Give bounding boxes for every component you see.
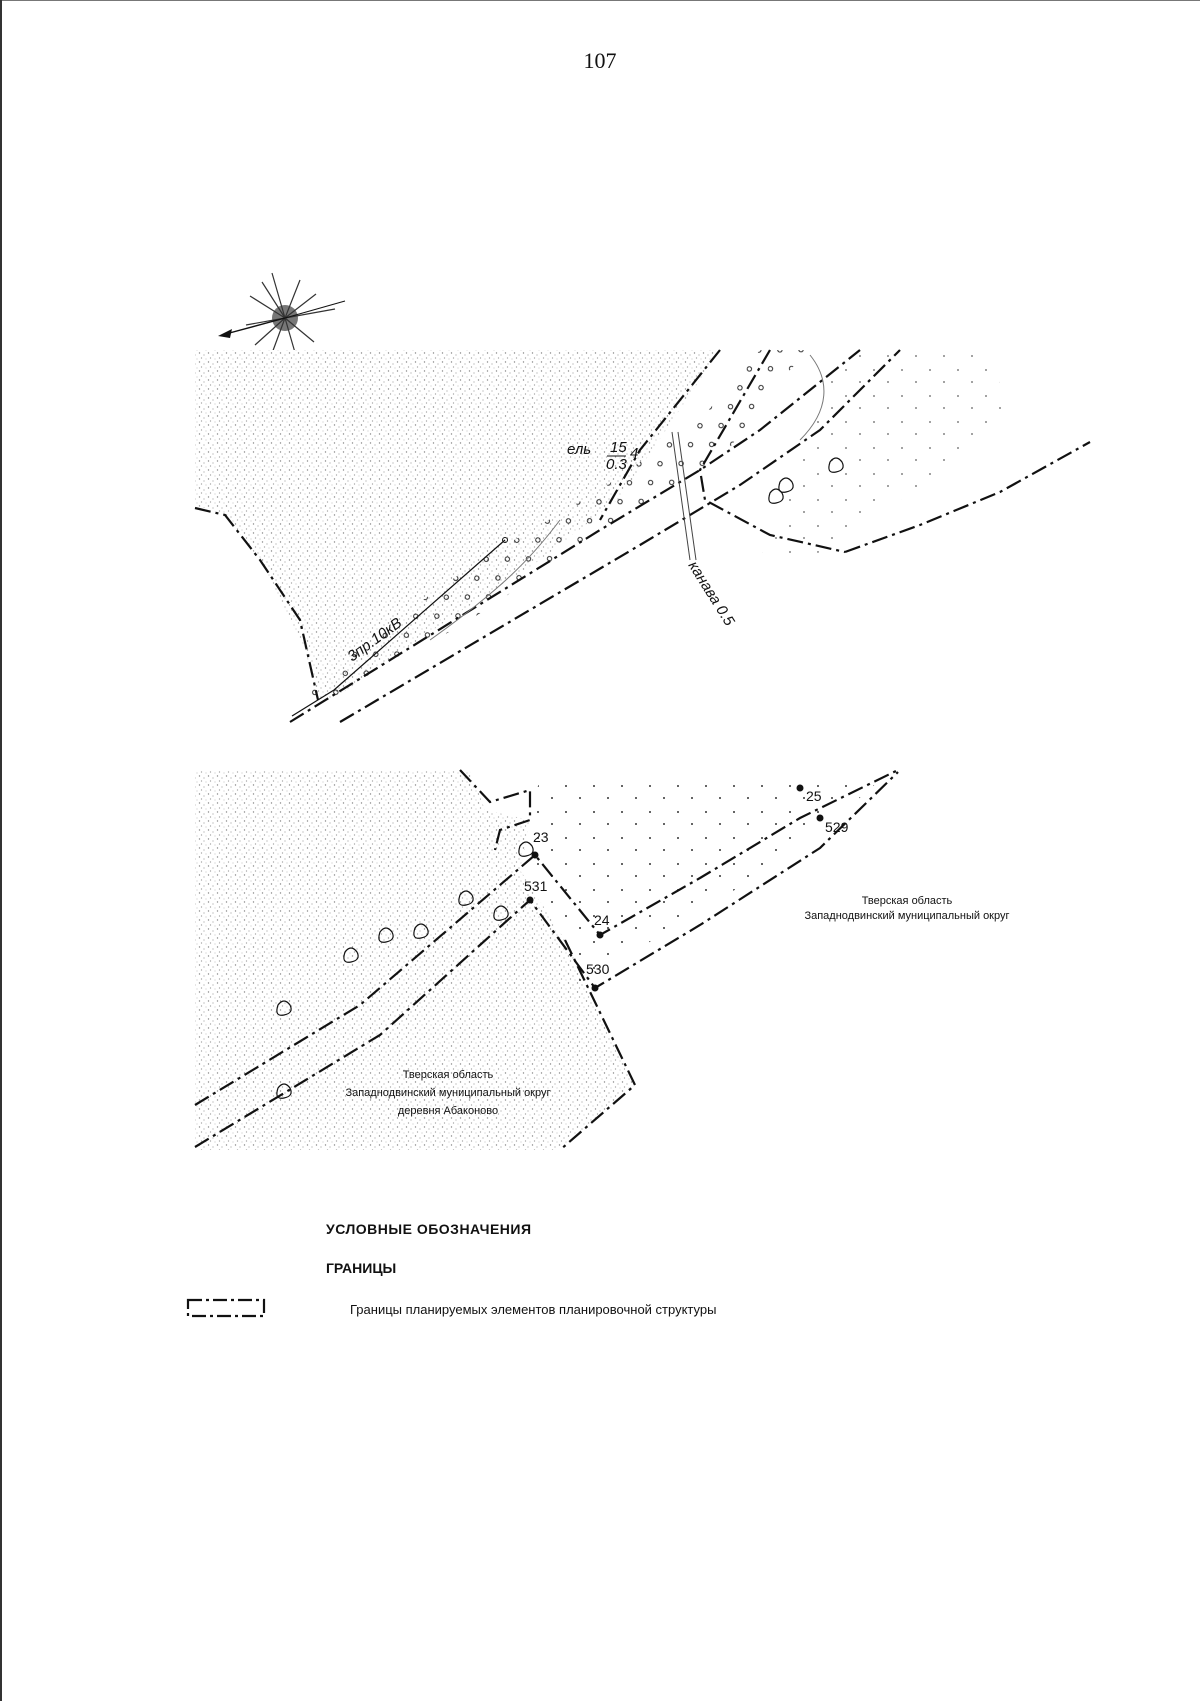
upper-map-fragment: ель 15 0.3 4 канава 0.5 3пр.10кВ	[194, 349, 1091, 723]
legend-item-label: Границы планируемых элементов планировоч…	[350, 1302, 717, 1317]
boundary-point-530	[591, 984, 599, 992]
sparse-area-upper	[760, 350, 1010, 560]
point-label-24: 24	[594, 912, 610, 928]
point-label-23: 23	[533, 829, 549, 845]
spruce-count-label: 4	[630, 445, 638, 462]
tree-icon	[493, 905, 509, 921]
boundary-point-529	[816, 814, 824, 822]
tree-icon	[458, 890, 474, 906]
boundary-point-531	[526, 896, 534, 904]
region-label-right-line1: Тверская область	[862, 895, 953, 907]
ditch-label: канава 0.5	[685, 558, 738, 629]
tree-icon	[378, 927, 394, 943]
tree-icon	[778, 477, 794, 493]
spruce-diameter-label: 0.3	[606, 456, 628, 473]
ditch-line	[671, 431, 691, 561]
stipple-area-lower	[195, 770, 635, 1150]
page-number: 107	[583, 48, 617, 73]
tree-icon	[276, 1083, 292, 1099]
spruce-height-label: 15	[610, 439, 627, 456]
tree-icon	[276, 1000, 292, 1016]
page-frame-left	[0, 0, 2, 1701]
spruce-label: ель	[567, 441, 591, 458]
lower-map-fragment: 23 24 25 529 530 531 Тверская область За…	[194, 769, 1010, 1151]
boundary-line-b	[339, 349, 901, 723]
legend-section-boundaries: ГРАНИЦЫ	[326, 1260, 397, 1276]
dash-dot-boundary-icon	[186, 1298, 266, 1318]
shrub-strip-upper	[300, 350, 810, 700]
village-label-line1: Тверская область	[403, 1069, 494, 1081]
legend-title: УСЛОВНЫЕ ОБОЗНАЧЕНИЯ	[326, 1221, 532, 1237]
boundary-line-a	[289, 349, 861, 723]
village-label-line2: Западнодвинский муниципальный округ	[345, 1087, 550, 1099]
village-boundary	[459, 769, 637, 1151]
stipple-area-upper	[195, 350, 720, 700]
boundary-line-f	[844, 441, 1091, 554]
tree-icon	[413, 923, 429, 939]
boundary-line-e	[698, 349, 846, 554]
tree-icon	[343, 947, 359, 963]
north-arrow-compass-icon	[218, 272, 346, 357]
point-label-529: 529	[825, 819, 849, 835]
tree-icon	[518, 841, 534, 857]
page-frame-top	[0, 0, 1200, 1]
sparse-area-lower	[520, 780, 880, 990]
point-label-530: 530	[586, 961, 610, 977]
boundary-line-d	[599, 349, 721, 521]
boundary-point-23	[531, 851, 539, 859]
power-line	[333, 539, 506, 691]
boundary-point-24	[596, 931, 604, 939]
boundary-line-c	[194, 506, 320, 701]
boundary-point-25	[796, 784, 804, 792]
legend-item-planned-boundaries	[186, 1296, 266, 1320]
region-label-right-line2: Западнодвинский муниципальный округ	[804, 910, 1009, 922]
tree-icon	[768, 488, 784, 504]
point-label-25: 25	[806, 788, 822, 804]
point-label-531: 531	[524, 878, 548, 894]
tree-icon	[828, 457, 844, 473]
village-label-line3: деревня Абаконово	[398, 1105, 498, 1117]
